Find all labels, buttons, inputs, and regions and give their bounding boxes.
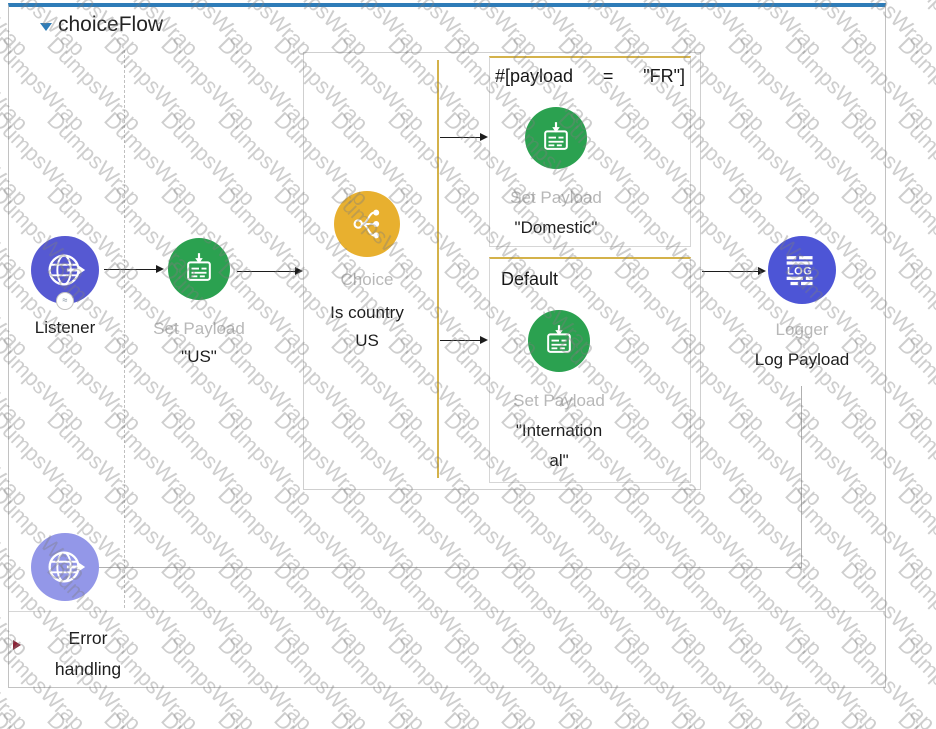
- set-payload-value-line2: al": [549, 451, 569, 470]
- watermark-text: DumpsWrap: [893, 557, 936, 661]
- set-payload-value-line1: "Internation: [515, 421, 603, 440]
- set-payload-value: "US": [181, 347, 217, 366]
- watermark-text: DumpsWrap: [836, 707, 936, 729]
- watermark-text: DumpsWrap: [439, 707, 544, 729]
- watermark-text: DumpsWrap: [0, 707, 90, 729]
- set-payload-icon: [544, 122, 568, 150]
- watermark-text: DumpsWrap: [893, 257, 936, 361]
- error-handling-divider: [9, 611, 885, 612]
- flow-arrow: [237, 266, 303, 275]
- listener-label: Listener: [34, 318, 96, 337]
- watermark-text: DumpsWrap: [99, 707, 203, 729]
- set-payload-value: "Domestic": [514, 218, 598, 237]
- response-line-vertical: [801, 386, 802, 568]
- condition-op: =: [602, 66, 614, 86]
- watermark-text: DumpsWrap: [496, 707, 600, 729]
- watermark-text: DumpsWrap: [269, 707, 374, 729]
- watermark-text: DumpsWrap: [609, 707, 714, 729]
- source-process-divider: [124, 50, 125, 608]
- choice-router-line: [437, 60, 439, 478]
- watermark-text: DumpsWrap: [326, 707, 430, 729]
- set-payload-icon: [187, 253, 211, 281]
- condition-right: "FR"]: [643, 66, 685, 86]
- listener-badge-icon: ≈: [56, 292, 74, 310]
- logger-icon-text: LOG: [787, 265, 812, 277]
- set-payload-label: Set Payload: [513, 391, 605, 410]
- logger-label: Logger: [775, 320, 829, 339]
- when-condition: #[payload = "FR"]: [490, 58, 690, 87]
- watermark-text: DumpsWrap: [893, 707, 936, 729]
- watermark-text: DumpsWrap: [893, 332, 936, 436]
- watermark-text: DumpsWrap: [893, 407, 936, 511]
- condition-left: #[payload: [495, 66, 574, 86]
- watermark-text: DumpsWrap: [779, 707, 884, 729]
- default-branch-label: Default: [501, 269, 559, 289]
- choice-branch-icon: [353, 209, 380, 239]
- watermark-text: DumpsWrap: [382, 707, 487, 729]
- set-payload-label: Set Payload: [510, 188, 602, 207]
- watermark-text: DumpsWrap: [893, 182, 936, 286]
- error-handling-label: Error handling: [54, 628, 122, 679]
- flow-header: choiceFlow: [40, 13, 163, 37]
- choice-label: Choice: [340, 270, 394, 289]
- watermark-text: DumpsWrap: [893, 482, 936, 586]
- watermark-text: DumpsWrap: [893, 632, 936, 729]
- collapse-flow-icon[interactable]: [40, 22, 52, 31]
- logger-value: Log Payload: [754, 350, 850, 369]
- watermark-text: DumpsWrap: [893, 107, 936, 211]
- watermark-text: DumpsWrap: [666, 707, 770, 729]
- globe-icon: [48, 551, 86, 583]
- set-payload-node[interactable]: [168, 238, 230, 300]
- flow-arrow: [440, 335, 488, 344]
- choice-scope[interactable]: [303, 52, 701, 490]
- flow-container[interactable]: [8, 3, 886, 688]
- logger-icon: LOG: [786, 256, 813, 286]
- response-line-horizontal: [99, 567, 802, 568]
- flow-arrow: [104, 264, 164, 273]
- watermark-text: DumpsWrap: [552, 707, 657, 729]
- set-payload-international-node[interactable]: [528, 310, 590, 372]
- expand-error-handling-icon[interactable]: [13, 640, 21, 650]
- watermark-text: DumpsWrap: [0, 707, 33, 729]
- default-branch[interactable]: Default: [489, 257, 691, 483]
- watermark-text: DumpsWrap: [893, 32, 936, 136]
- set-payload-icon: [547, 325, 571, 353]
- flow-title: choiceFlow: [58, 13, 164, 36]
- logger-node[interactable]: LOG: [768, 236, 836, 304]
- listener-response-node[interactable]: [31, 533, 99, 601]
- watermark-text: DumpsWrap: [42, 707, 147, 729]
- globe-icon: [48, 254, 86, 286]
- watermark-text: DumpsWrap: [722, 707, 827, 729]
- http-listener-node[interactable]: [31, 236, 99, 304]
- watermark-text: DumpsWrap: [155, 707, 260, 729]
- flow-arrow: [702, 266, 766, 275]
- when-branch[interactable]: #[payload = "FR"]: [489, 56, 691, 247]
- choice-description: Is country US: [330, 303, 404, 350]
- choice-node[interactable]: [334, 191, 400, 257]
- flow-arrow: [440, 132, 488, 141]
- set-payload-label: Set Payload: [153, 319, 245, 338]
- watermark-text: DumpsWrap: [212, 707, 317, 729]
- watermark-text: DumpsWrap: [893, 0, 936, 61]
- set-payload-domestic-node[interactable]: [525, 107, 587, 169]
